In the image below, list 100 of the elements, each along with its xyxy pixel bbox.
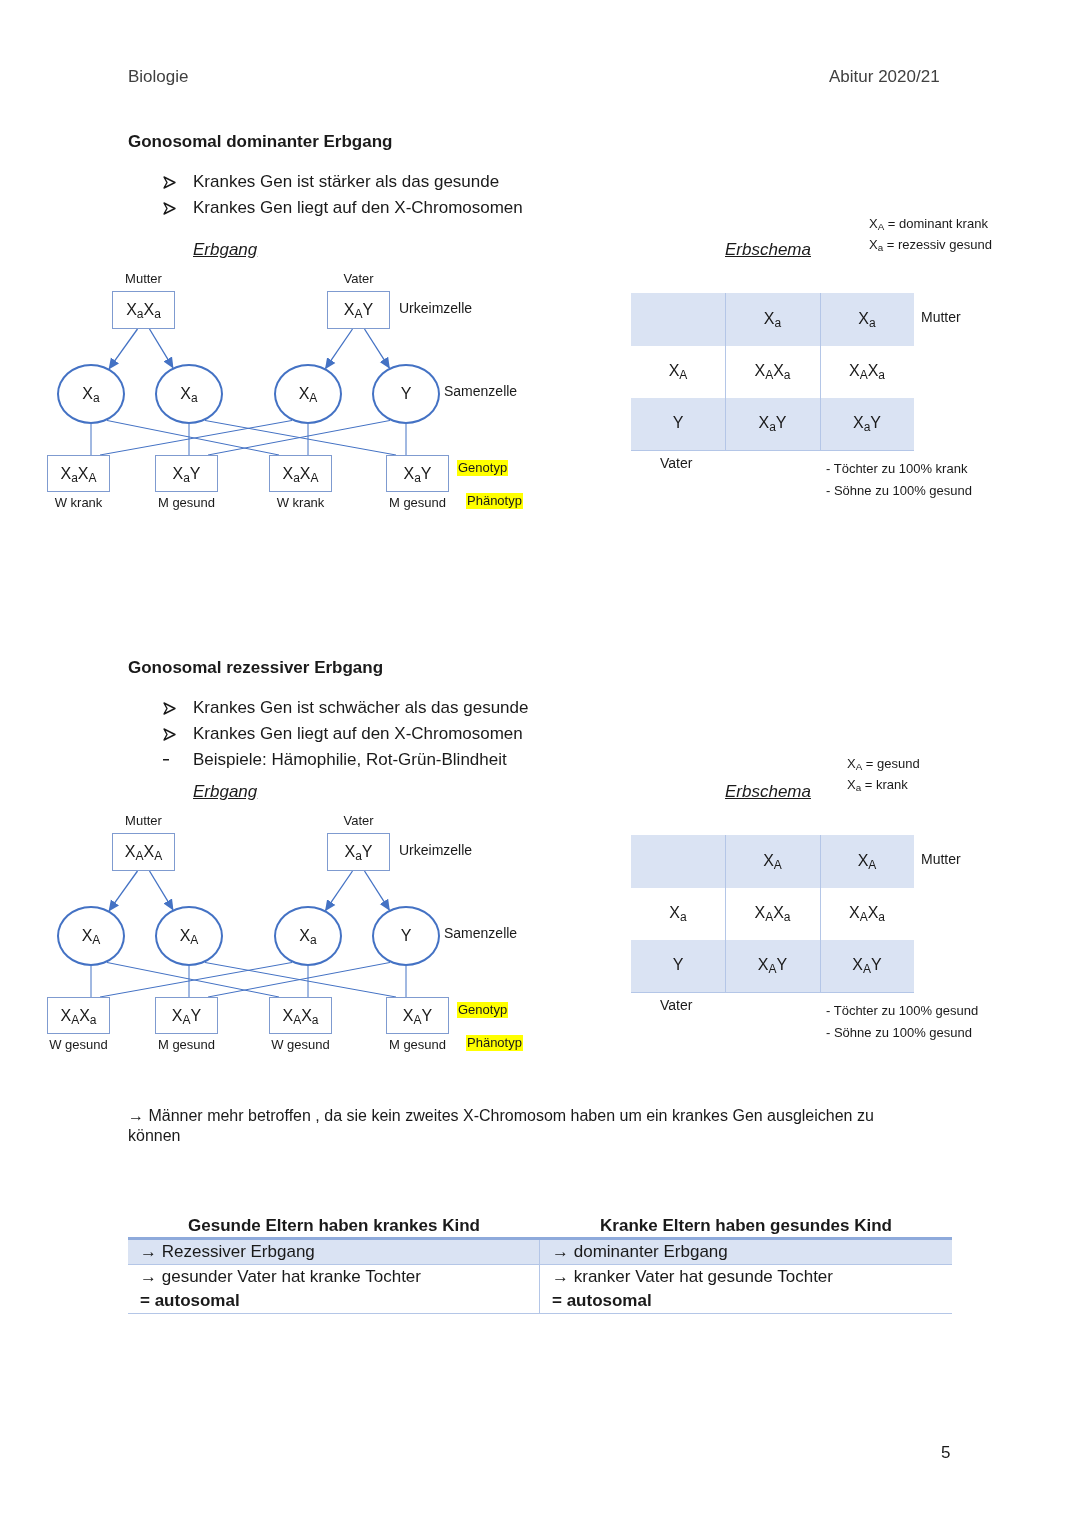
- phenotype-text: W gesund: [49, 1037, 108, 1054]
- arrow: [324, 870, 354, 912]
- table-header: Gesunde Eltern haben krankes Kind: [188, 1215, 480, 1237]
- genotype-text: X$_{A}$Y: [343, 302, 374, 318]
- offspring-box: [47, 455, 110, 492]
- table-cell-text: → gesunder Vater hat kranke Tochter: [140, 1266, 421, 1288]
- table-cell: X$_{A}$X$_{a}$: [848, 361, 885, 381]
- arrow: [148, 870, 174, 911]
- table-cell: X$_{A}$X$_{a}$: [848, 903, 885, 923]
- gamete-circle: [155, 364, 223, 424]
- genotype-text: X$_{A}$: [81, 928, 101, 944]
- arrow: [108, 328, 139, 370]
- offspring-box: [269, 455, 332, 492]
- parent-label: Mutter: [125, 813, 162, 830]
- genotype-text: X$_{a}$Y: [172, 465, 201, 482]
- gamete-circle: [372, 906, 440, 966]
- table-cell: X$_{A}$X$_{a}$: [754, 903, 791, 923]
- table-cell: X$_{A}$: [763, 851, 782, 871]
- row-label: Urkeimzelle: [399, 842, 473, 860]
- gamete-circle: [274, 906, 342, 966]
- connector-line: [90, 965, 92, 998]
- highlighted-label: Genotyp: [457, 1002, 509, 1019]
- conclusion-text: → Männer mehr betroffen , da sie kein zweites X-Chromosom haben um ein krankes Gen ausgleichen zu können: [128, 1106, 875, 1146]
- parent-label: Vater: [343, 813, 374, 830]
- connector-line: [307, 965, 309, 998]
- table-axis-label: Vater: [660, 455, 693, 473]
- parent-box: [327, 291, 390, 329]
- parent-label: Mutter: [125, 271, 162, 288]
- section-heading: Gonosomal rezessiver Erbgang: [128, 657, 384, 679]
- gamete-circle: [372, 364, 440, 424]
- genotype-text: X$_{a}$: [82, 386, 100, 402]
- note-text: - Söhne zu 100% gesund: [826, 1025, 972, 1042]
- subheading: Erbgang: [193, 781, 258, 803]
- arrow: [363, 870, 390, 911]
- phenotype-text: W gesund: [271, 1037, 330, 1054]
- table-cell: X$_{A}$Y: [852, 955, 882, 975]
- highlighted-label: Phänotyp: [466, 493, 523, 510]
- genotype-text: X$_{A}$X$_{a}$: [60, 1007, 97, 1024]
- connector-line: [90, 423, 92, 456]
- parent-box: [112, 833, 175, 871]
- key-text: X$_{a}$ = rezessiv gesund: [869, 237, 992, 254]
- offspring-box: [269, 997, 332, 1034]
- genotype-text: X$_{A}$Y: [402, 1007, 433, 1024]
- key-text: X$_{A}$ = gesund: [847, 756, 920, 773]
- table-cell-text: = autosomal: [552, 1290, 652, 1312]
- genotype-text: X$_{a}$X$_{a}$: [126, 302, 161, 318]
- section-heading: Gonosomal dominanter Erbgang: [128, 131, 393, 153]
- genotype-text: X$_{a}$Y: [403, 465, 432, 482]
- genotype-text: X$_{A}$: [179, 928, 199, 944]
- table-cell: X$_{a}$: [858, 309, 876, 329]
- table-cell: X$_{A}$: [857, 851, 877, 871]
- key-text: X$_{A}$ = dominant krank: [869, 216, 988, 233]
- genotype-text: X$_{A}$X$_{A}$: [124, 844, 163, 860]
- highlighted-label: Genotyp: [457, 460, 509, 477]
- table-cell: X$_{a}$Y: [758, 413, 787, 433]
- table-cell: X$_{a}$: [763, 309, 782, 329]
- table-header: Kranke Eltern haben gesundes Kind: [600, 1215, 892, 1237]
- table-cell: X$_{A}$X$_{a}$: [754, 361, 791, 381]
- genotype-text: Y: [400, 386, 412, 402]
- bullet-text: Krankes Gen liegt auf den X-Chromosomen: [193, 197, 523, 219]
- table-cell: X$_{a}$Y: [853, 413, 881, 433]
- genotype-text: X$_{a}$: [180, 386, 198, 402]
- header-text: Abitur 2020/21: [829, 66, 940, 88]
- table-cell-text: → dominanter Erbgang: [552, 1241, 728, 1263]
- offspring-box: [47, 997, 110, 1034]
- table-cell: Y: [672, 955, 684, 975]
- table-cell-text: → Rezessiver Erbgang: [140, 1241, 315, 1263]
- genotype-text: X$_{A}$: [298, 386, 318, 402]
- header-text: Biologie: [128, 66, 189, 88]
- subheading: Erbgang: [193, 239, 258, 261]
- genotype-text: X$_{a}$X$_{A}$: [282, 465, 319, 482]
- note-text: - Töchter zu 100% gesund: [826, 1003, 979, 1020]
- arrow: [324, 328, 354, 370]
- connector-line: [188, 423, 190, 456]
- bullet-text: Krankes Gen liegt auf den X-Chromosomen: [193, 723, 523, 745]
- row-label: Urkeimzelle: [399, 300, 473, 318]
- connector-line: [405, 423, 407, 456]
- table-axis-label: Mutter: [921, 309, 961, 327]
- bullet-text: Krankes Gen ist stärker als das gesunde: [193, 171, 500, 193]
- offspring-box: [386, 997, 449, 1034]
- parent-label: Vater: [343, 271, 374, 288]
- gamete-circle: [57, 906, 125, 966]
- genotype-text: X$_{a}$X$_{A}$: [60, 465, 97, 482]
- arrow: [363, 328, 390, 369]
- phenotype-text: M gesund: [157, 1037, 216, 1054]
- phenotype-text: M gesund: [388, 495, 447, 512]
- phenotype-text: W krank: [276, 495, 325, 512]
- table-cell: Y: [672, 413, 684, 433]
- note-text: - Söhne zu 100% gesund: [826, 483, 972, 500]
- page-number: 5: [941, 1442, 951, 1464]
- table-cell: X$_{A}$: [668, 361, 688, 381]
- bullet-text: Krankes Gen ist schwächer als das gesunde: [193, 697, 529, 719]
- genotype-text: X$_{a}$Y: [344, 844, 373, 860]
- connector-line: [405, 965, 407, 998]
- highlighted-label: Phänotyp: [466, 1035, 523, 1052]
- offspring-box: [386, 455, 449, 492]
- table-cell: X$_{a}$: [669, 903, 687, 923]
- row-label: Samenzelle: [444, 383, 518, 401]
- table-cell: X$_{A}$Y: [757, 955, 788, 975]
- connector-line: [188, 965, 190, 998]
